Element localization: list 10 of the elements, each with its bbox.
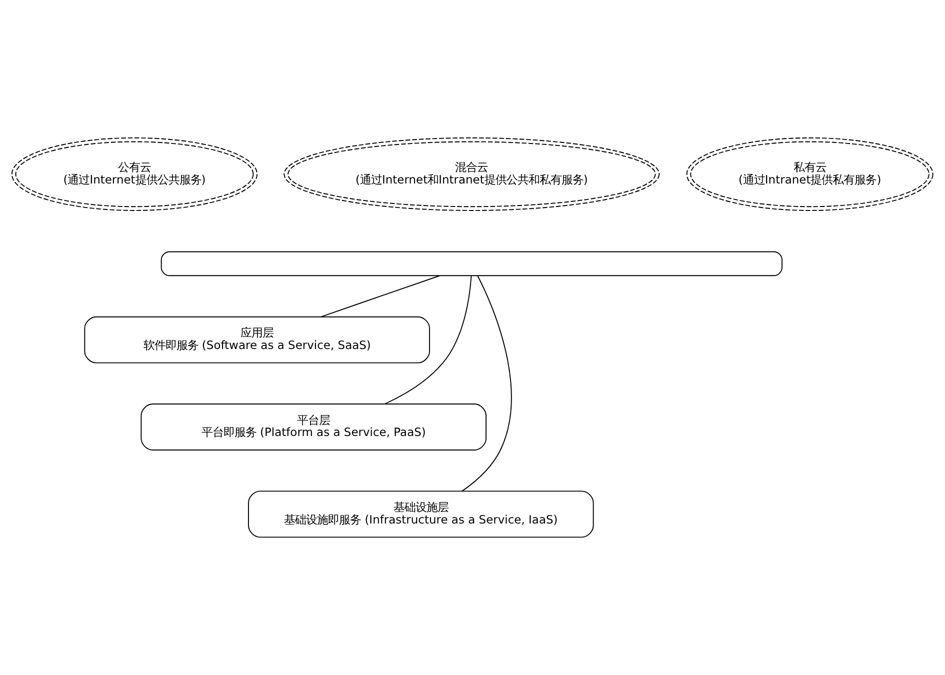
node-ellipse: 混合云 (通过Internet和Intranet提供公共和私有服务) — [284, 137, 660, 211]
connector — [384, 275, 472, 404]
node-ellipse: 公有云 (通过Internet提供公共服务) — [11, 137, 258, 211]
connector — [462, 275, 512, 492]
node-box: 基础设施层 基础设施即服务 (Infrastructure as a Service, IaaS) — [248, 490, 594, 538]
connector — [320, 275, 440, 318]
node-bar — [160, 251, 783, 276]
node-ellipse: 私有云 (通过Intranet提供私有服务) — [686, 137, 934, 211]
node-box: 平台层 平台即服务 (Platform as a Service, PaaS) — [140, 404, 487, 450]
node-box: 应用层 软件即服务 (Software as a Service, SaaS) — [84, 316, 430, 364]
